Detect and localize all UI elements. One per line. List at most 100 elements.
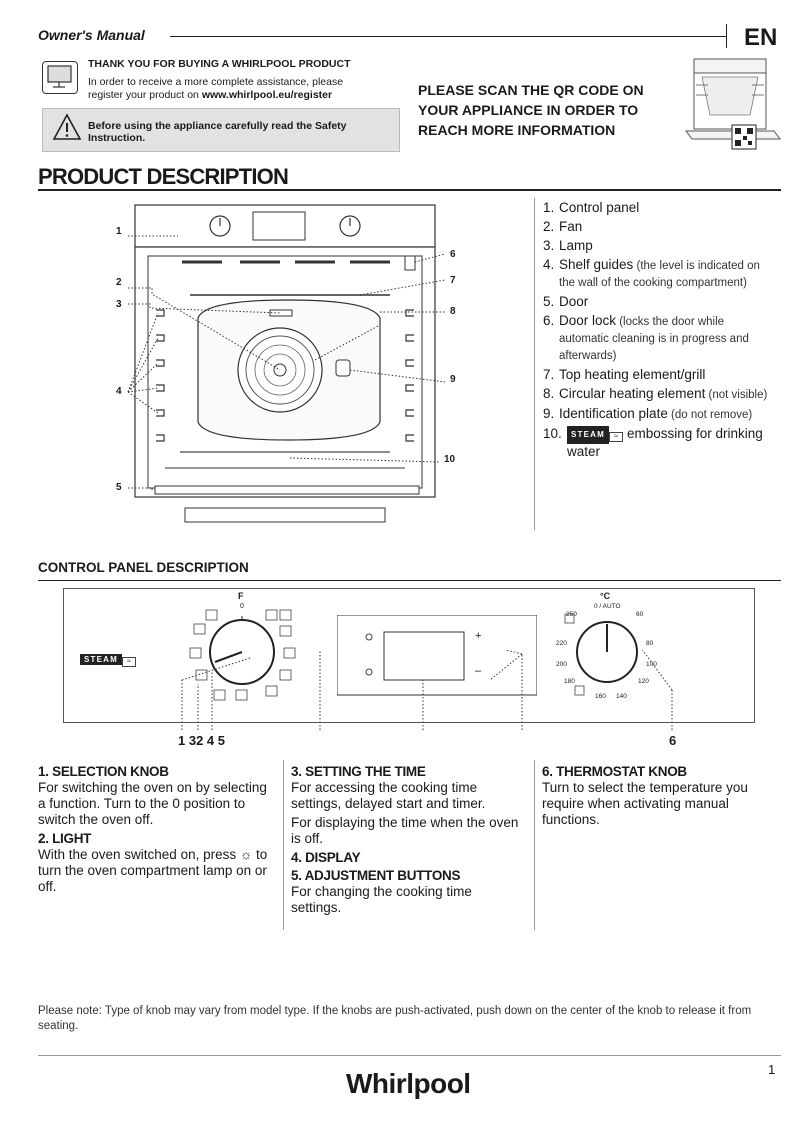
steam-icon: ≈ bbox=[609, 432, 623, 442]
thermo-auto: 0 / AUTO bbox=[594, 603, 621, 610]
qr-instruction: PLEASE SCAN THE QR CODE ON YOUR APPLIANC… bbox=[418, 82, 644, 138]
list-item: 1.Control panel bbox=[543, 200, 773, 216]
item-note: (do not remove) bbox=[667, 409, 753, 421]
footer-rule bbox=[38, 1055, 781, 1056]
thermostat-heading: 6. THERMOSTAT KNOB bbox=[542, 764, 687, 779]
item-number: 5. bbox=[543, 294, 555, 309]
manual-title: Owner's Manual bbox=[38, 27, 145, 43]
setting-time-heading: 3. SETTING THE TIME bbox=[291, 764, 426, 779]
register-line: In order to receive a more complete assi… bbox=[88, 76, 344, 88]
product-description-title: PRODUCT DESCRIPTION bbox=[38, 164, 289, 189]
callout-7: 7 bbox=[450, 275, 456, 286]
selection-knob-zero: 0 bbox=[240, 603, 244, 610]
safety-warning-text: Before using the appliance carefully rea… bbox=[88, 120, 347, 144]
temp-label: 200 bbox=[556, 661, 567, 668]
list-item: 3. Lamp bbox=[543, 238, 773, 254]
item-name: Top heating element/grill bbox=[559, 367, 706, 382]
register-heading: THANK YOU FOR BUYING A WHIRLPOOL PRODUCT bbox=[88, 58, 351, 70]
monitor-icon bbox=[42, 61, 78, 94]
register-url[interactable]: www.whirlpool.eu/register bbox=[201, 89, 333, 101]
thermostat-knob-diagram bbox=[545, 600, 675, 715]
right-callout-number: 6 bbox=[669, 733, 677, 748]
temp-label: 160 bbox=[595, 693, 606, 700]
display-diagram bbox=[336, 614, 538, 702]
description-column-2: 3. SETTING THE TIME For accessing the co… bbox=[291, 762, 521, 919]
temp-label: 60 bbox=[636, 611, 644, 618]
item-note: (locks the door while automatic cleaning… bbox=[559, 316, 749, 362]
temp-label: 140 bbox=[616, 693, 627, 700]
callout-6: 6 bbox=[450, 249, 456, 260]
list-item: 2. Fan bbox=[543, 219, 773, 235]
description-column-3: 6. THERMOSTAT KNOB Turn to select the te… bbox=[542, 762, 772, 831]
oven-diagram bbox=[110, 200, 470, 535]
list-divider bbox=[534, 198, 535, 530]
item-name: Lamp bbox=[559, 238, 593, 253]
callout-3: 3 bbox=[116, 299, 122, 310]
item-note: (not visible) bbox=[705, 389, 768, 401]
list-item: 4.Shelf guides (the level is indicated o… bbox=[543, 257, 773, 291]
display-heading: 4. DISPLAY bbox=[291, 850, 361, 865]
temp-label: 100 bbox=[646, 661, 657, 668]
item-name: embossing for drinking water bbox=[567, 426, 763, 459]
header-rule bbox=[170, 36, 726, 37]
parts-list: 1.Control panel 2. Fan 3. Lamp 4. Shelf gui… bbox=[543, 200, 773, 463]
item-number: 7. bbox=[543, 367, 555, 382]
light-heading: 2. LIGHT bbox=[38, 831, 92, 846]
item-name: Identification plate bbox=[559, 406, 668, 421]
description-column-1: 1. SELECTION KNOB For switching the oven… bbox=[38, 762, 272, 898]
warning-triangle-icon bbox=[52, 113, 82, 146]
callout-8: 8 bbox=[450, 306, 456, 317]
callout-9: 9 bbox=[450, 374, 456, 385]
minus-button[interactable]: – bbox=[475, 665, 482, 677]
callout-1: 1 bbox=[116, 226, 122, 237]
item-name: Shelf guides bbox=[559, 257, 634, 272]
temp-label: 250 bbox=[566, 611, 577, 618]
temp-label: 120 bbox=[638, 678, 649, 685]
callout-10: 10 bbox=[444, 454, 456, 465]
item-name: Door bbox=[559, 294, 589, 309]
knob-note: Please note: Type of knob may vary from … bbox=[38, 1005, 752, 1032]
selection-knob-heading: 1. SELECTION KNOB bbox=[38, 764, 169, 779]
selection-knob-text: For switching the oven on by selecting a… bbox=[38, 780, 267, 827]
steam-badge: STEAM bbox=[80, 654, 122, 665]
item-number: 10. bbox=[543, 426, 562, 441]
register-line-prefix: register your product on bbox=[88, 89, 202, 101]
item-name: Fan bbox=[559, 219, 583, 234]
setting-time-text: For accessing the cooking time settings,… bbox=[291, 780, 486, 811]
list-item: 8. Circular heating element (not visible) bbox=[543, 386, 773, 403]
item-number: 8. bbox=[543, 386, 555, 401]
item-name: Control panel bbox=[559, 200, 640, 215]
page-number: 1 bbox=[768, 1062, 776, 1077]
selection-knob-f-label: F bbox=[238, 591, 244, 601]
callout-5: 5 bbox=[116, 482, 122, 493]
item-number: 3. bbox=[543, 238, 555, 253]
control-panel-diagram bbox=[63, 588, 755, 723]
item-name: Circular heating element bbox=[559, 386, 706, 401]
thermo-unit: °C bbox=[600, 591, 611, 601]
steam-icon: ≈ bbox=[122, 657, 136, 667]
section-rule bbox=[38, 580, 781, 581]
adjustment-heading: 5. ADJUSTMENT BUTTONS bbox=[291, 868, 461, 883]
thermostat-text: Turn to select the temperature you requi… bbox=[542, 780, 748, 827]
list-item: 7. Top heating element/grill bbox=[543, 367, 773, 383]
temp-label: 220 bbox=[556, 640, 567, 647]
item-number: 9. bbox=[543, 406, 555, 421]
plus-button[interactable]: + bbox=[475, 630, 482, 642]
callout-2: 2 bbox=[116, 277, 122, 288]
column-divider bbox=[283, 760, 284, 930]
oven-qr-illustration bbox=[684, 55, 784, 162]
left-callout-numbers: 1 32 4 5 bbox=[178, 733, 225, 748]
temp-label: 180 bbox=[564, 678, 575, 685]
language-code: EN bbox=[744, 24, 778, 51]
section-rule bbox=[38, 189, 781, 191]
temp-label: 80 bbox=[646, 640, 654, 647]
item-number: 4. bbox=[543, 257, 555, 272]
adjustment-text: For changing the cooking time settings. bbox=[291, 884, 472, 915]
list-item: 5. Door bbox=[543, 294, 773, 310]
control-panel-title: CONTROL PANEL DESCRIPTION bbox=[38, 560, 249, 575]
column-divider bbox=[534, 760, 535, 930]
steam-badge: STEAM bbox=[567, 426, 609, 444]
item-number: 2. bbox=[543, 219, 555, 234]
steam-logo: STEAM≈ bbox=[80, 650, 140, 668]
header-divider bbox=[726, 24, 727, 48]
